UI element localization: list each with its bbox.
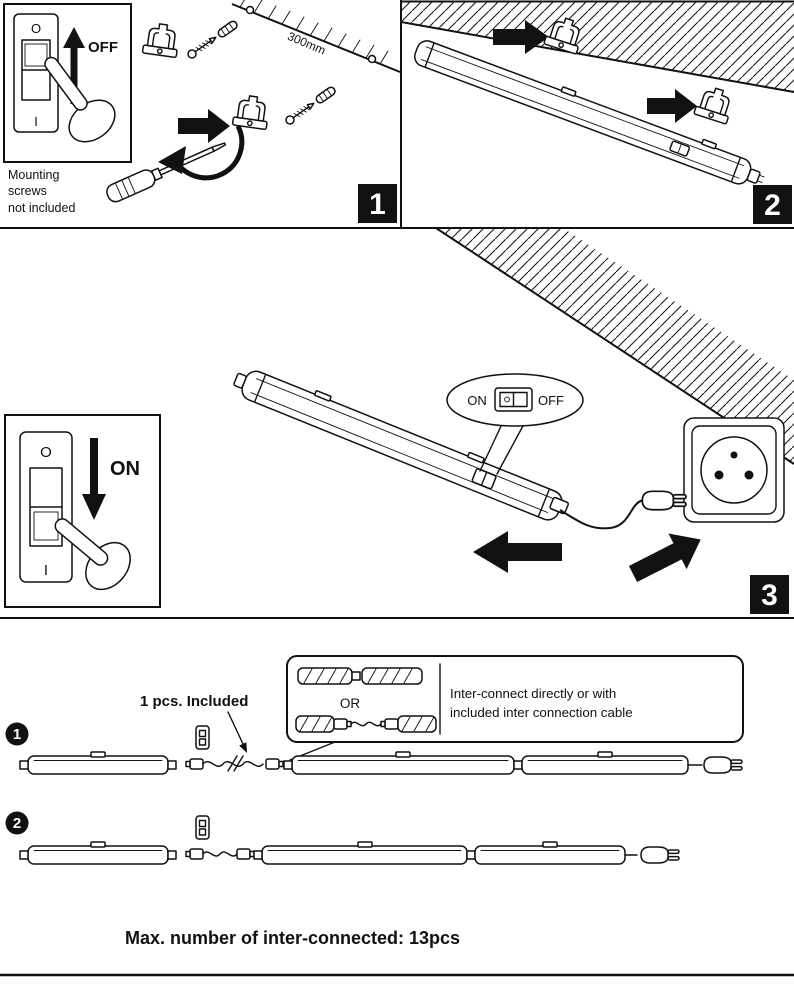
step-badge-3: 3 — [750, 575, 789, 614]
switch-marking-o: O — [40, 444, 52, 461]
divider-vertical-1 — [400, 0, 402, 229]
hand-icon — [54, 518, 131, 591]
power-cord — [559, 499, 643, 530]
arrow-toward-outlet-icon — [628, 533, 701, 583]
pointer-line — [227, 711, 244, 745]
rocker-switch-illustration: O I — [13, 13, 59, 133]
switch-marking-i: I — [44, 562, 48, 579]
mounting-clip-icon — [231, 93, 272, 131]
connector-piece-icon — [195, 725, 210, 750]
svg-text:2: 2 — [13, 815, 21, 832]
switch-marking-i: I — [34, 114, 38, 129]
mounting-clip-icon — [141, 21, 182, 59]
mini-rocker-switch — [494, 387, 533, 412]
included-label: 1 pcs. Included — [140, 693, 248, 710]
step-badge-1: 1 — [358, 184, 397, 223]
arrow-right-icon — [647, 89, 697, 123]
switch-marking-o: O — [31, 21, 41, 36]
svg-text:3: 3 — [761, 579, 778, 612]
light-bar — [474, 841, 626, 865]
switch-callout: ON OFF — [446, 373, 584, 475]
light-bar — [253, 841, 476, 865]
power-plug-icon — [703, 756, 743, 774]
bar-switch — [669, 140, 691, 157]
pointer-arrowhead — [239, 742, 247, 753]
socket-earth-pin — [730, 451, 738, 459]
wall-outlet — [683, 417, 785, 523]
power-plug-icon — [641, 490, 687, 511]
cable-connect-illustration — [295, 715, 437, 733]
bar-end-socket — [746, 168, 765, 184]
inter-connection-cable — [185, 848, 255, 860]
cord-connector — [549, 496, 569, 515]
svg-text:1: 1 — [13, 726, 21, 743]
arrow-right-icon — [493, 20, 549, 54]
bar-switch — [471, 468, 497, 490]
light-bar — [19, 841, 177, 865]
switch-on-inset: O I ON — [4, 414, 161, 608]
row-number-1: 1 — [5, 722, 29, 746]
mounting-screws-note: Mounting screws not included — [8, 168, 76, 215]
screw-hole — [367, 54, 377, 64]
off-label: OFF — [88, 39, 118, 56]
light-bar — [521, 751, 689, 775]
light-bar — [283, 751, 523, 775]
screw-hole — [245, 5, 255, 15]
or-box: OR Inter-connect directly or with includ… — [286, 655, 744, 761]
connector-piece-icon — [195, 815, 210, 840]
interconnect-note-line1: Inter-connect directly or with — [450, 686, 616, 701]
divider-horizontal-2 — [0, 617, 794, 619]
max-connected-label: Max. number of inter-connected: 13pcs — [125, 928, 460, 948]
socket-hole — [714, 470, 724, 480]
socket-hole — [744, 470, 754, 480]
rocker-switch-illustration: O I — [19, 431, 73, 583]
panel-step3: ON OFF O I — [4, 228, 794, 614]
interconnect-row-2 — [19, 815, 680, 865]
screw-anchor-icon — [283, 85, 338, 127]
svg-text:1: 1 — [369, 188, 386, 221]
panel-step1: 300mm O I O — [3, 0, 401, 223]
panel-step2: 2 — [401, 0, 794, 224]
light-bar — [414, 40, 765, 185]
on-label: ON — [110, 458, 140, 480]
inter-connection-cable — [185, 755, 284, 772]
callout-off-label: OFF — [538, 393, 564, 408]
mounting-clip-icon — [693, 83, 737, 125]
rotation-arrow-icon — [158, 124, 245, 181]
divider-horizontal-1 — [0, 227, 794, 229]
hand-icon — [44, 56, 116, 143]
interconnect-row-1 — [19, 725, 743, 775]
light-bar — [19, 751, 177, 775]
arrow-right-icon — [178, 109, 230, 143]
direct-connect-illustration — [297, 667, 423, 685]
screw-anchor-icon — [185, 19, 240, 61]
arrow-up-icon — [63, 27, 85, 104]
wall-hatching — [401, 2, 794, 93]
bar-end-socket — [233, 372, 247, 389]
row-number-2: 2 — [5, 811, 29, 835]
arrow-down-icon — [82, 438, 106, 520]
power-plug-icon — [640, 846, 680, 864]
arrow-left-icon — [473, 531, 562, 573]
step-badge-2: 2 — [753, 185, 792, 224]
svg-text:2: 2 — [764, 189, 781, 222]
switch-off-inset: O I OFF — [3, 3, 132, 163]
panel-interconnect: 1 pcs. Included OR Int — [0, 655, 794, 977]
or-label: OR — [340, 696, 361, 711]
callout-on-label: ON — [467, 393, 487, 408]
interconnect-note-line2: included inter connection cable — [450, 705, 633, 720]
